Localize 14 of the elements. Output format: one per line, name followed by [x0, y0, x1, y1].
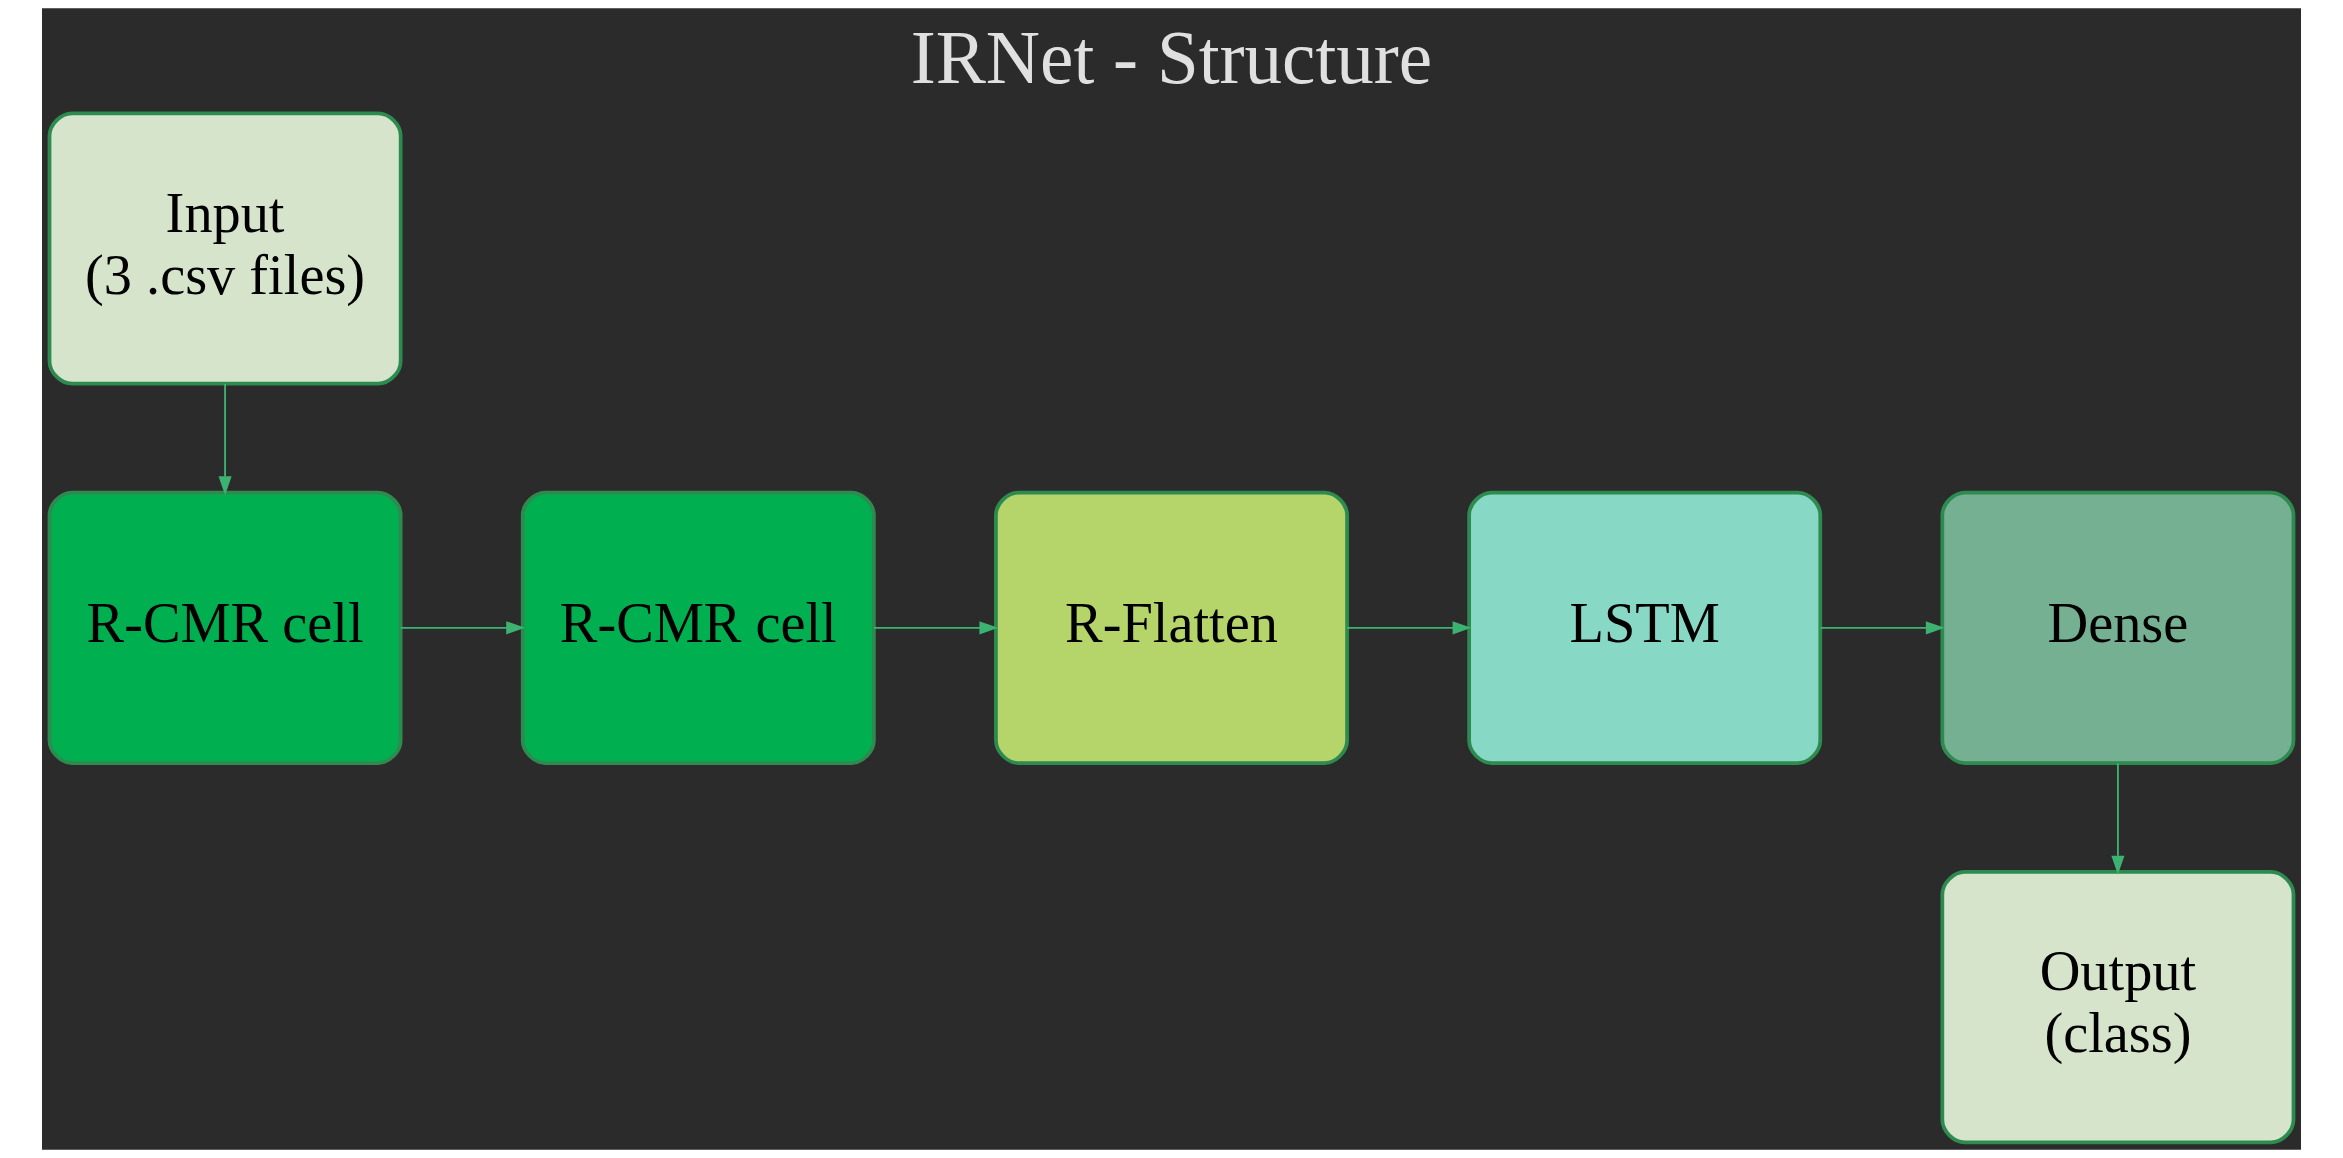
node-box: Dense: [1940, 490, 2296, 765]
diagram-title: IRNet - Structure: [910, 16, 1433, 100]
node-box: R-CMR cell: [520, 490, 876, 765]
arrow: [218, 382, 232, 496]
node-box: R-CMR cell: [47, 490, 403, 765]
arrow: [1346, 621, 1472, 635]
arrow: [399, 621, 525, 635]
node-box: Output (class): [1940, 870, 2296, 1145]
arrow: [2111, 762, 2125, 875]
node-box: LSTM: [1467, 490, 1823, 765]
node-box: R-Flatten: [994, 490, 1349, 765]
arrow: [1819, 621, 1945, 635]
arrow: [872, 621, 999, 635]
node-box: Input (3 .csv files): [47, 111, 403, 386]
